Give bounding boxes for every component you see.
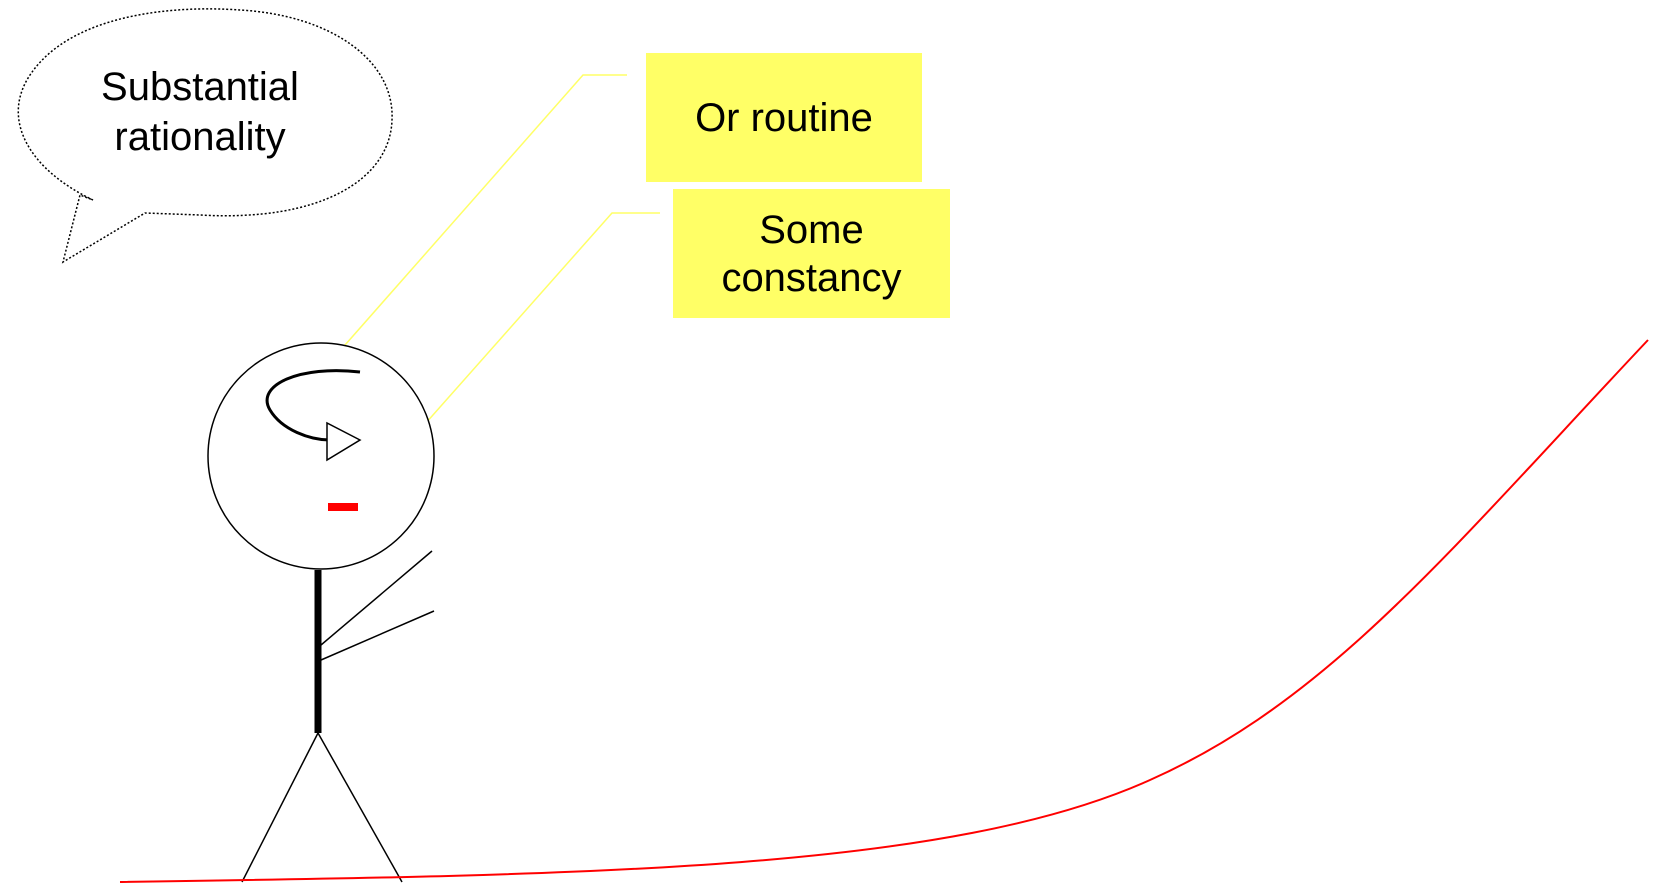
callout-routine-label: Or routine [695,95,873,140]
leg-right [317,732,403,883]
callout-constancy: Some constancy [673,189,950,318]
arm-lower [320,610,435,661]
arm-upper [320,550,433,646]
growth-curve [119,339,1649,883]
routine-loop-icon [265,369,361,442]
callout-routine: Or routine [646,53,922,182]
thought-bubble-text: Substantial rationality [101,65,299,159]
leg-left [241,732,319,883]
stick-figure [207,342,435,883]
head [207,342,435,570]
routine-arrowhead-icon [326,421,362,462]
thought-bubble-outline [17,8,393,264]
callout-constancy-label: Some constancy [721,207,902,300]
leader-line-constancy [354,212,660,504]
leader-line-routine [322,74,627,371]
thought-bubble [17,8,393,264]
mouth [328,503,358,511]
